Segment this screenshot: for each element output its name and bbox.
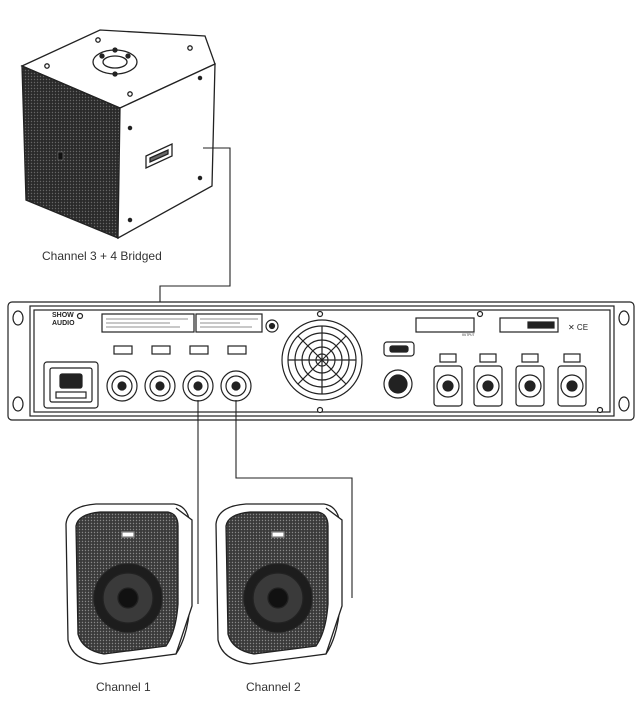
- bridged-speaker: [20, 29, 216, 240]
- amp-brand-line2: AUDIO: [52, 320, 75, 327]
- cable-channel2: [235, 400, 353, 598]
- svg-text:✕ CE: ✕ CE: [568, 323, 588, 332]
- label-channel-2: Channel 2: [246, 680, 301, 694]
- amp-brand: SHOW AUDIO: [52, 312, 75, 328]
- label-channel-3-4-bridged: Channel 3 + 4 Bridged: [42, 249, 162, 263]
- speakon-output-2: [144, 345, 176, 402]
- speakon-output-4: [220, 345, 252, 402]
- amp-output-label: OUTPUT: [462, 334, 475, 338]
- speakon-output-3: [182, 345, 214, 402]
- channel2-speaker: [215, 503, 343, 665]
- speakon-output-1: [106, 345, 138, 402]
- xlr-input-1: [433, 353, 463, 407]
- label-channel-1: Channel 1: [96, 680, 151, 694]
- xlr-input-4: [557, 353, 587, 407]
- amplifier-rear-panel: ✕ CE: [7, 301, 635, 421]
- channel1-speaker: [65, 503, 193, 665]
- amp-brand-line1: SHOW: [52, 312, 74, 319]
- xlr-input-2: [473, 353, 503, 407]
- xlr-input-3: [515, 353, 545, 407]
